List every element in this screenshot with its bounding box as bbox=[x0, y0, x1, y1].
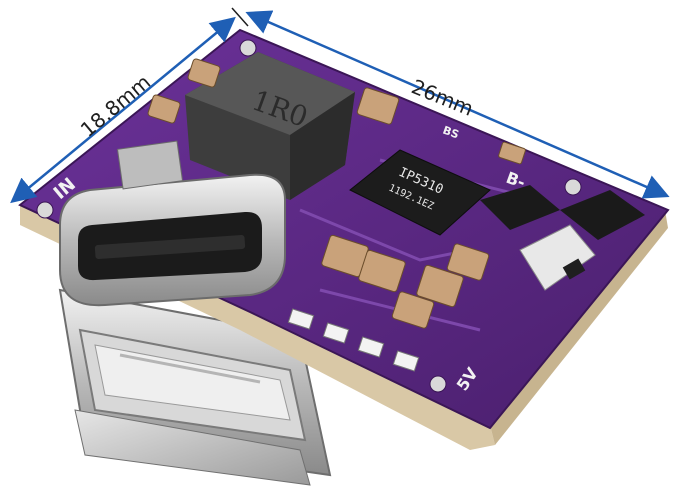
mounting-hole bbox=[429, 375, 447, 393]
dimension-arrow-width bbox=[231, 7, 670, 199]
dimension-arrow-height bbox=[10, 16, 236, 204]
led-indicator-icon bbox=[287, 308, 420, 372]
mounting-hole bbox=[564, 178, 582, 196]
mounting-hole bbox=[239, 39, 257, 57]
mounting-hole bbox=[36, 201, 54, 219]
slide-switch-icon bbox=[519, 224, 596, 291]
